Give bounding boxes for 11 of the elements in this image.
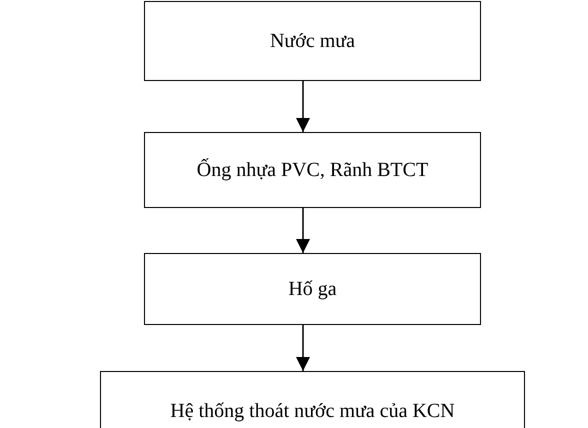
box-label: Hệ thống thoát nước mưa của KCN bbox=[170, 400, 455, 422]
process-box bbox=[144, 1, 481, 81]
process-box bbox=[144, 132, 481, 208]
arrow bbox=[296, 208, 310, 253]
box-label: Ống nhựa PVC, Rãnh BTCT bbox=[196, 158, 428, 182]
process-box bbox=[100, 371, 525, 428]
process-box bbox=[144, 253, 481, 325]
box-label: Nước mưa bbox=[270, 30, 355, 52]
arrow bbox=[296, 325, 310, 371]
box-label: Hố ga bbox=[288, 278, 337, 300]
arrow bbox=[296, 81, 310, 132]
